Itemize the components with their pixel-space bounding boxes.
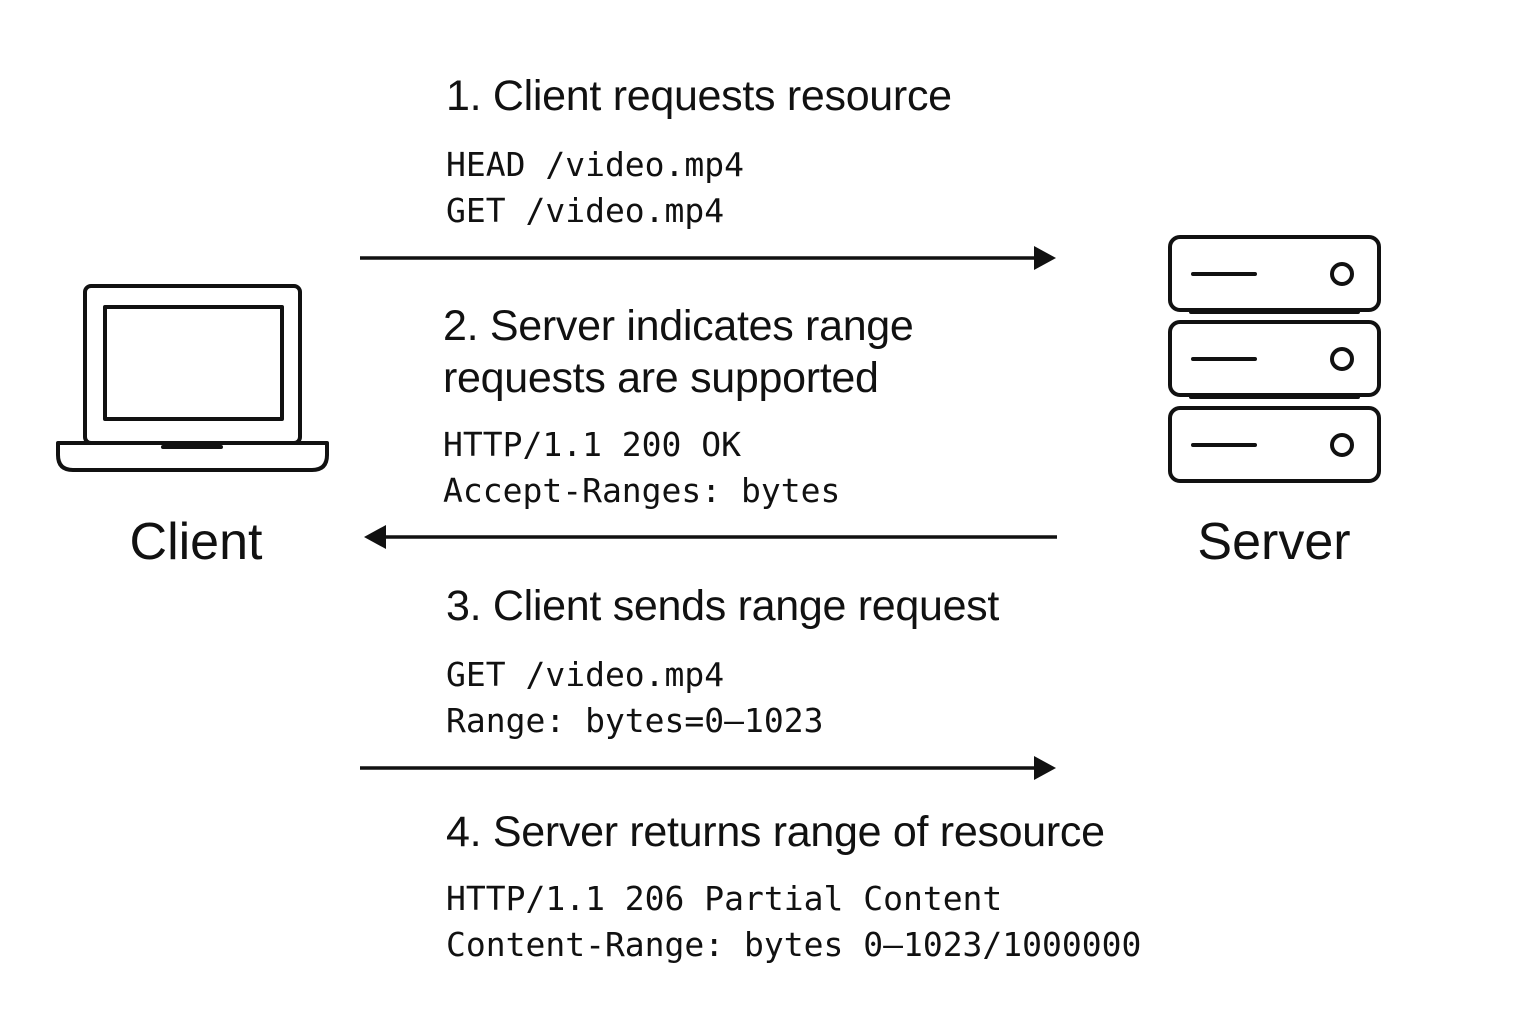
step-2-code-line: Accept-Ranges: bytes [443,471,841,510]
step-4: 4. Server returns range of resource HTTP… [446,806,1141,968]
step-1-code-line: GET /video.mp4 [446,191,725,230]
step-1-title: 1. Client requests resource [446,72,952,120]
laptop-icon [56,284,329,472]
step-3: 3. Client sends range request GET /video… [446,580,999,744]
step-3-code-line: GET /video.mp4 [446,655,725,694]
step-3-code-line: Range: bytes=0–1023 [446,701,824,740]
step-4-code-line: HTTP/1.1 206 Partial Content [446,879,1003,918]
server-rack-icon [1168,235,1381,483]
step-3-title: 3. Client sends range request [446,582,1000,630]
step-1-code-line: HEAD /video.mp4 [446,145,745,184]
step-2-code-line: HTTP/1.1 200 OK [443,425,742,464]
step-2-title-line: 2. Server indicates range [443,302,914,350]
arrow-step-1 [360,246,1056,270]
step-2: 2. Server indicates range requests are s… [443,300,914,514]
step-4-code-line: Content-Range: bytes 0–1023/1000000 [446,925,1142,964]
arrow-step-2 [364,525,1057,549]
server-label: Server [1197,513,1351,571]
client-label: Client [129,513,263,571]
step-1: 1. Client requests resource HEAD /video.… [446,70,952,234]
step-4-title: 4. Server returns range of resource [446,808,1105,856]
step-2-title-line: requests are supported [443,354,879,402]
arrow-step-3 [360,756,1056,780]
